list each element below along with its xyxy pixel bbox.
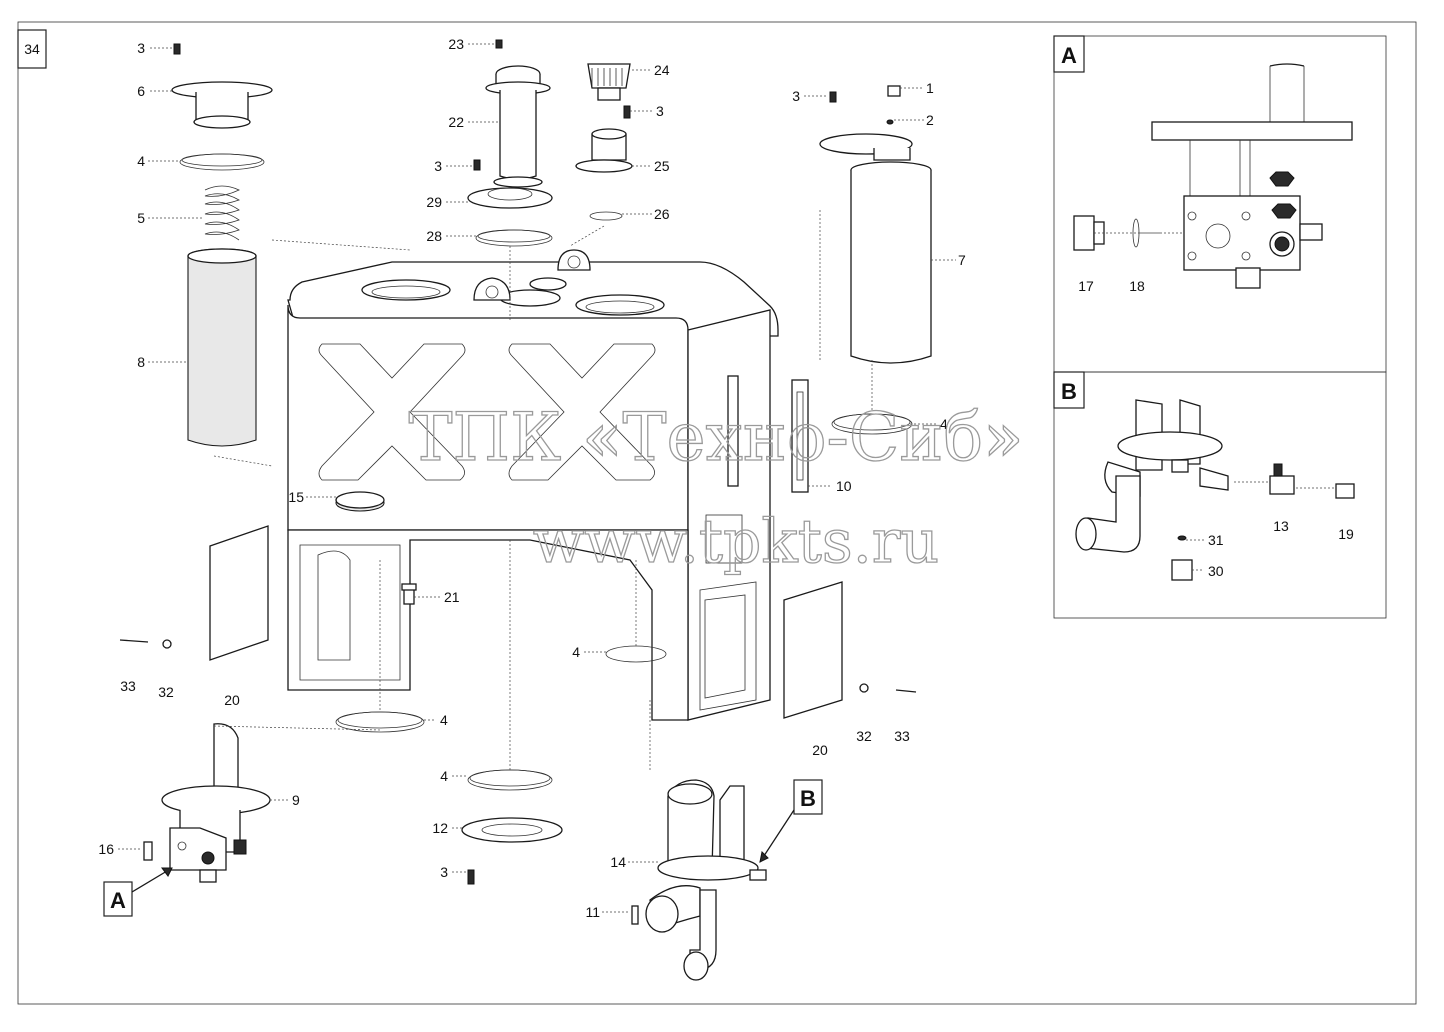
part-number: 8 bbox=[137, 354, 145, 370]
part-number: 4 bbox=[572, 644, 580, 660]
part-number: 6 bbox=[137, 83, 145, 99]
watermark-website: www.tpkts.ru bbox=[533, 507, 939, 577]
part-number: 4 bbox=[940, 416, 948, 432]
part-number: 5 bbox=[137, 210, 145, 226]
detail-view-b-drawing bbox=[1075, 399, 1355, 581]
callout-box-a bbox=[103, 881, 133, 917]
detail-view-a-drawing bbox=[1073, 63, 1353, 289]
part-number: 15 bbox=[288, 489, 304, 505]
part-number: 3 bbox=[137, 40, 145, 56]
part-number: 3 bbox=[656, 103, 664, 119]
part-number: 16 bbox=[98, 841, 114, 857]
part-number: 4 bbox=[137, 153, 145, 169]
level-gauge bbox=[791, 379, 809, 493]
part-number: 13 bbox=[1273, 518, 1289, 534]
part-number: 17 bbox=[1078, 278, 1094, 294]
part-number: 4 bbox=[440, 712, 448, 728]
part-number: 1 bbox=[926, 80, 934, 96]
return-filter-assembly bbox=[171, 43, 273, 447]
part-number: 9 bbox=[292, 792, 300, 808]
air-breather-assembly bbox=[575, 63, 633, 221]
valve-block-assembly bbox=[143, 723, 271, 883]
part-number: 33 bbox=[120, 678, 136, 694]
part-number: 29 bbox=[426, 194, 442, 210]
detail-view-b-frame bbox=[1053, 371, 1387, 619]
suction-pipe-assembly bbox=[631, 779, 767, 981]
part-number: 32 bbox=[158, 684, 174, 700]
part-number: 3 bbox=[792, 88, 800, 104]
part-number: 12 bbox=[432, 820, 448, 836]
part-number: 26 bbox=[654, 206, 670, 222]
part-number: 32 bbox=[856, 728, 872, 744]
part-number: 23 bbox=[448, 36, 464, 52]
part-number: 20 bbox=[812, 742, 828, 758]
part-number: 25 bbox=[654, 158, 670, 174]
part-number: 3 bbox=[434, 158, 442, 174]
watermark-company: ТПК «Техно-Сиб» bbox=[409, 399, 1024, 476]
part-number: 14 bbox=[610, 854, 626, 870]
part-number: 21 bbox=[444, 589, 460, 605]
part-number: 31 bbox=[1208, 532, 1224, 548]
part-number: 30 bbox=[1208, 563, 1224, 579]
detail-view-b-label: B bbox=[1061, 379, 1077, 404]
part-number: 28 bbox=[426, 228, 442, 244]
cover-plate-right bbox=[783, 581, 843, 719]
leader-lines bbox=[118, 43, 1334, 913]
part-number: 10 bbox=[836, 478, 852, 494]
part-number: 18 bbox=[1129, 278, 1145, 294]
hydraulic-tank-body bbox=[287, 249, 779, 721]
detail-view-b-label-box bbox=[1053, 371, 1085, 409]
callout-box-b bbox=[793, 779, 823, 815]
sheet-number-box bbox=[17, 29, 47, 69]
part-number: 33 bbox=[894, 728, 910, 744]
part-number: 11 bbox=[585, 904, 600, 920]
pressure-filter-assembly bbox=[819, 85, 932, 435]
drawing-frame bbox=[17, 21, 1417, 1005]
part-number-labels: 3 6 4 5 8 23 22 3 29 28 24 3 25 26 3 1 2… bbox=[98, 36, 1354, 920]
detail-view-a-label: A bbox=[1061, 43, 1077, 68]
part-number: 19 bbox=[1338, 526, 1354, 542]
cover-plate-left bbox=[209, 525, 269, 661]
part-number: 3 bbox=[440, 864, 448, 880]
part-number: 4 bbox=[440, 768, 448, 784]
filler-breather-assembly bbox=[467, 39, 553, 247]
sheet-number: 34 bbox=[24, 41, 40, 57]
detail-view-a-label-box bbox=[1053, 35, 1085, 73]
part-number: 2 bbox=[926, 112, 934, 128]
part-number: 20 bbox=[224, 692, 240, 708]
part-number: 7 bbox=[958, 252, 966, 268]
part-number: 22 bbox=[448, 114, 464, 130]
callout-label-b: B bbox=[800, 786, 816, 811]
callout-label-a: A bbox=[110, 888, 126, 913]
part-number: 24 bbox=[654, 62, 670, 78]
